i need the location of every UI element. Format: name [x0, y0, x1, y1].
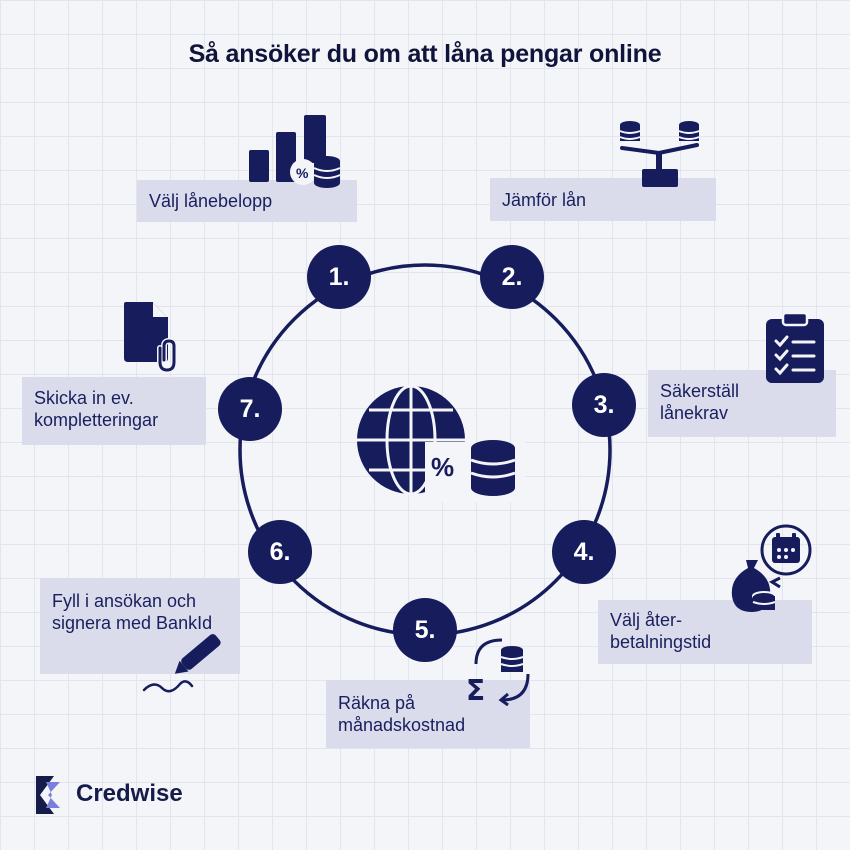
- sigma-coins-icon: Σ: [466, 638, 530, 706]
- document-paperclip-icon: [124, 302, 177, 372]
- step-7-number: 7.: [218, 377, 282, 441]
- step-5-label: Räkna på månadskostnad: [326, 680, 530, 748]
- svg-text:%: %: [296, 165, 309, 181]
- step-7-text: Skicka in ev. kompletteringar: [34, 388, 159, 430]
- brand-name: Credwise: [76, 780, 183, 807]
- step-3-text: Säkerställ lånekrav: [660, 381, 740, 423]
- step-4-number: 4.: [552, 520, 616, 584]
- pen-signature-icon: [142, 634, 221, 693]
- clipboard-checklist-icon: [766, 313, 824, 383]
- step-2-text: Jämför lån: [502, 189, 587, 210]
- step-1-number: 1.: [307, 245, 371, 309]
- step-2-label: Jämför lån: [490, 178, 716, 221]
- scale-coins-icon: [619, 121, 700, 187]
- step-5-text: Räkna på månadskostnad: [338, 693, 466, 735]
- step-2-number: 2.: [480, 245, 544, 309]
- step-6-label: Fyll i ansökan och signera med BankId: [40, 578, 240, 674]
- step-6-text: Fyll i ansökan och signera med BankId: [52, 591, 213, 633]
- bar-chart-coins-icon: %: [249, 115, 341, 188]
- step-4-text: Välj åter-betalningstid: [610, 610, 712, 652]
- svg-text:Σ: Σ: [466, 674, 485, 706]
- step-6-number: 6.: [248, 520, 312, 584]
- credwise-logo-icon: [36, 776, 60, 814]
- globe-percent-coins-icon: %: [357, 384, 525, 502]
- step-7-label: Skicka in ev. kompletteringar: [22, 377, 206, 445]
- money-bag-calendar-icon: [731, 524, 812, 612]
- step-3-number: 3.: [572, 373, 636, 437]
- step-5-number: 5.: [393, 598, 457, 662]
- page-title: Så ansöker du om att låna pengar online: [188, 40, 662, 68]
- step-4-label: Välj åter-betalningstid: [598, 600, 812, 664]
- svg-text:%: %: [431, 452, 454, 482]
- step-1-text: Välj lånebelopp: [149, 191, 273, 211]
